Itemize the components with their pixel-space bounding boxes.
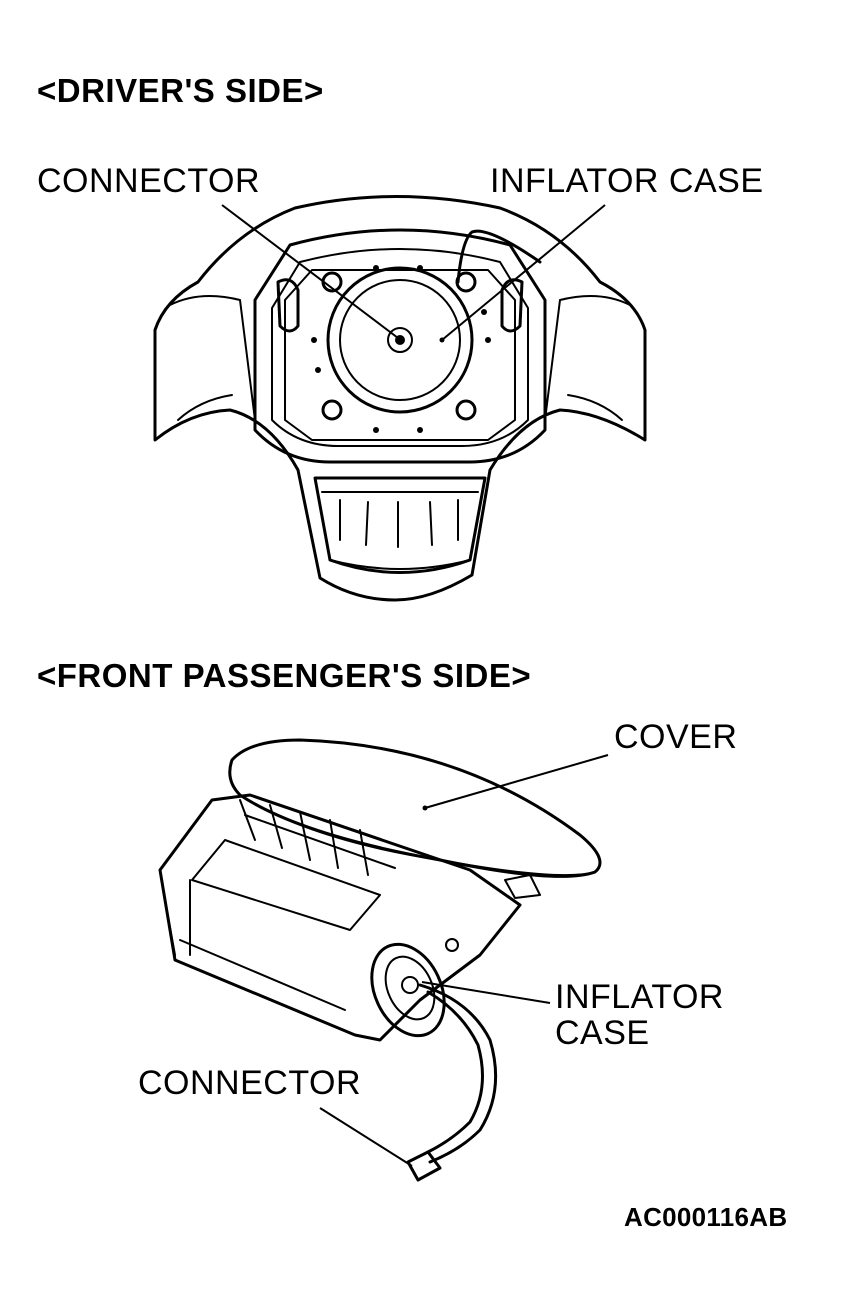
- passenger-connector-leader: [319, 1107, 413, 1167]
- driver-inflator-leader: [441, 204, 606, 341]
- driver-connector-label: CONNECTOR: [37, 162, 260, 200]
- passenger-inflator-label-line2: CASE: [555, 1014, 650, 1052]
- passenger-wire-harness: [418, 983, 498, 1164]
- passenger-connector-plug: [406, 1150, 442, 1182]
- driver-module-outline: [153, 195, 647, 602]
- passenger-airbag-module: [158, 738, 609, 1182]
- passenger-cover-label: COVER: [614, 718, 738, 756]
- passenger-connector-label: CONNECTOR: [138, 1064, 361, 1102]
- passenger-side-heading: <FRONT PASSENGER'S SIDE>: [37, 657, 532, 694]
- passenger-cover-leader: [424, 754, 609, 809]
- driver-airbag-module: [153, 195, 647, 602]
- figure-code: AC000116AB: [624, 1202, 788, 1232]
- passenger-inflator-case: [370, 942, 446, 1038]
- passenger-module-body: [158, 793, 522, 1042]
- passenger-inflator-label-line1: INFLATOR: [555, 978, 724, 1016]
- driver-inflator-case-label: INFLATOR CASE: [490, 162, 764, 200]
- driver-inflator-case: [326, 266, 474, 414]
- driver-inner-frame: [253, 228, 547, 464]
- passenger-inflator-leader: [421, 981, 551, 1004]
- driver-side-heading: <DRIVER'S SIDE>: [37, 72, 324, 109]
- driver-connector-leader: [221, 204, 399, 339]
